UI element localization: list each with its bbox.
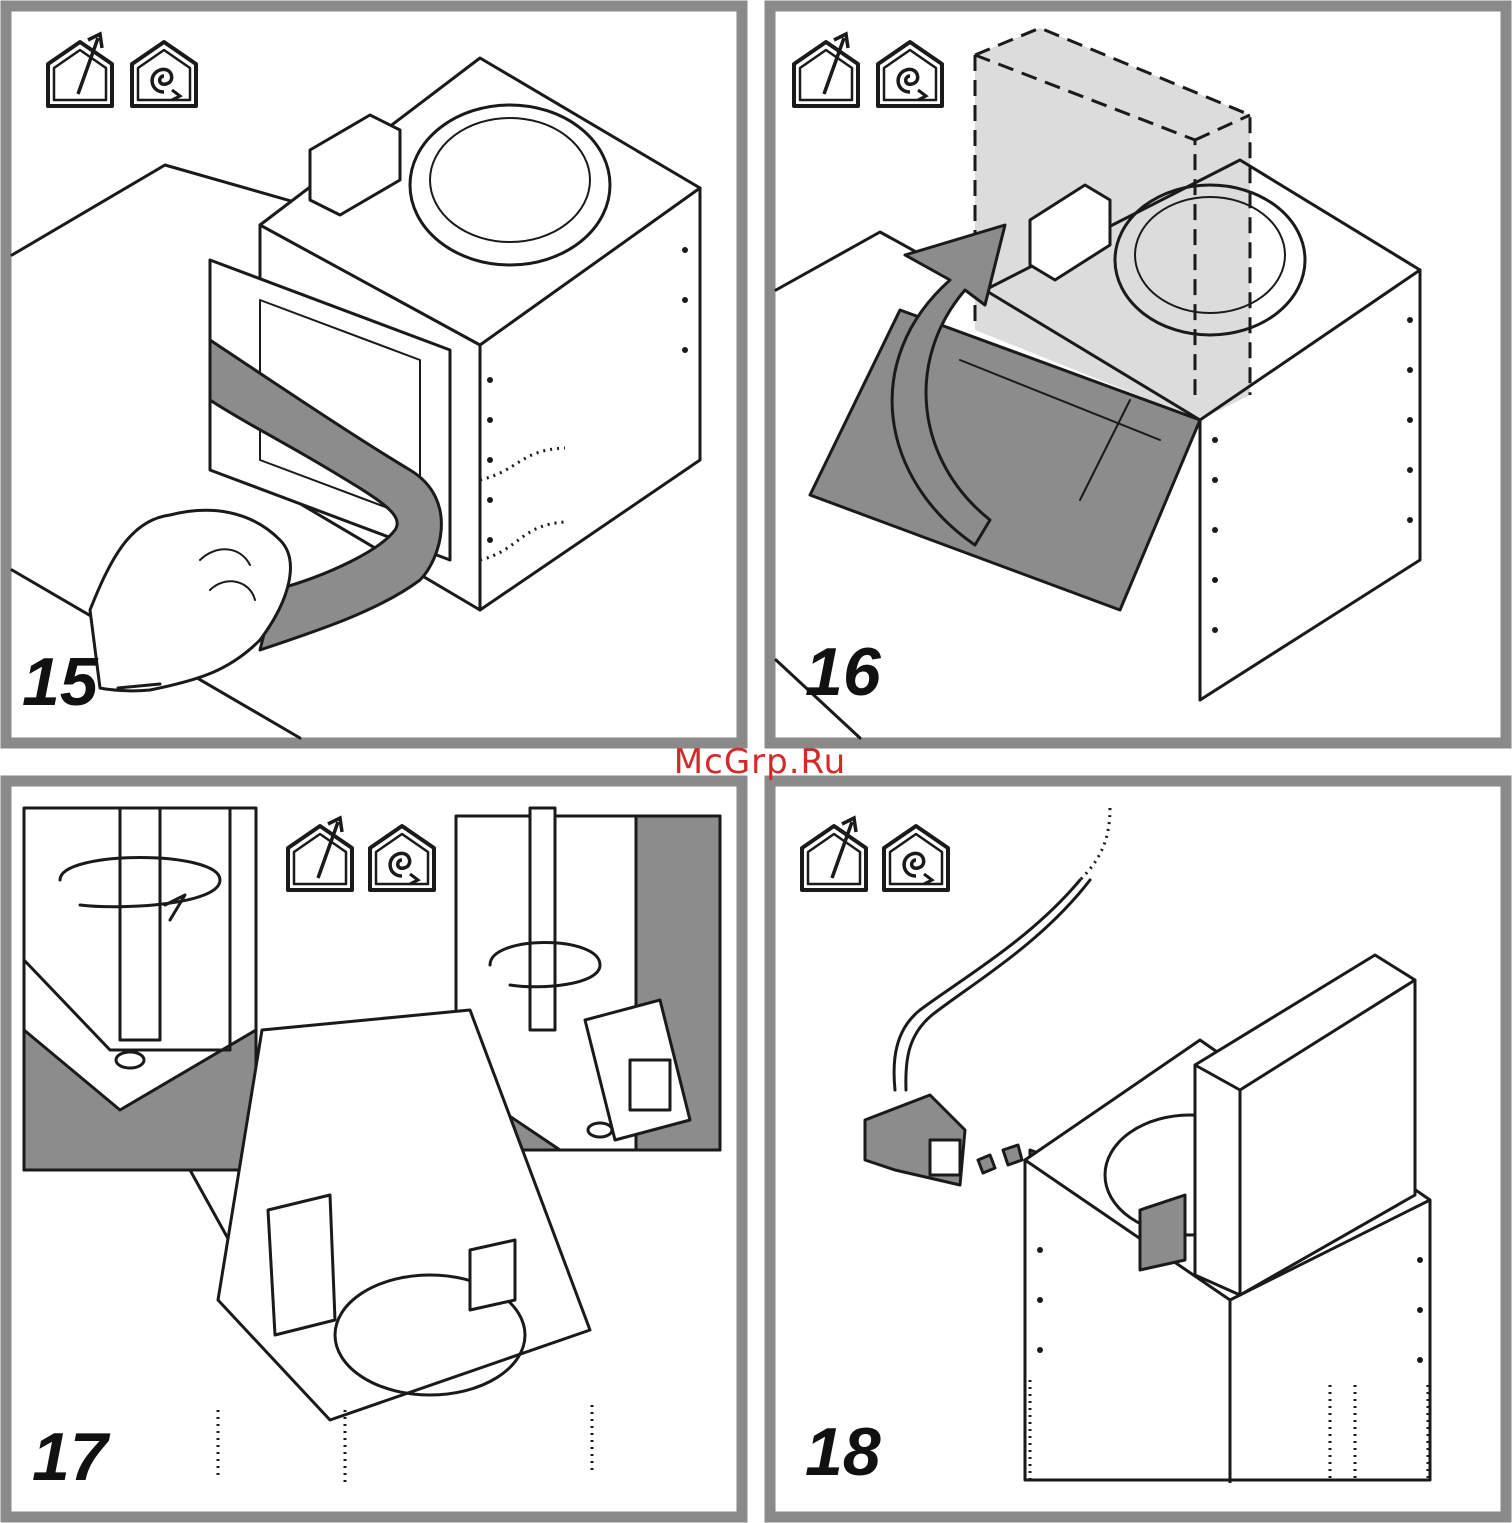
inset-left [24,808,256,1170]
step-number-17: 17 [32,1419,111,1495]
step-number-18: 18 [805,1414,881,1490]
step-number-15: 15 [22,644,99,720]
watermark: McGrp.Ru [674,742,846,782]
connector-housing [470,1240,515,1310]
screw [588,1123,612,1137]
step-number-16: 16 [805,634,882,710]
screwdriver [120,808,160,1040]
socket-connector [1140,1195,1185,1270]
switch-housing [268,1195,335,1335]
screwdriver [530,808,555,1030]
screw [116,1052,144,1068]
